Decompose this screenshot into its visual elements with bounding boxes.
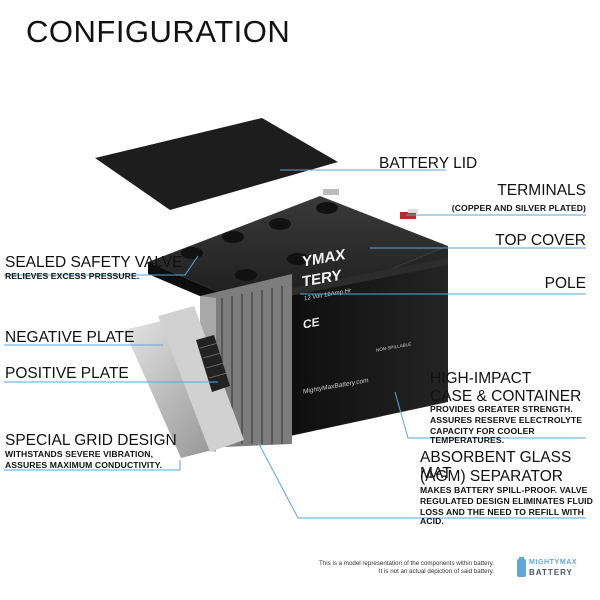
label-case-sub3: CAPACITY FOR COOLER TEMPERATURES. — [430, 426, 535, 446]
label-agm-line2: (AGM) SEPARATOR — [420, 468, 563, 485]
positive-plate — [158, 306, 244, 452]
label-top-cover: TOP COVER — [495, 232, 586, 249]
label-agm-line1: ABSORBENT GLASS MAT — [420, 449, 572, 483]
face-ce: CE — [303, 315, 320, 332]
battery-lid — [95, 118, 338, 210]
label-positive-plate: POSITIVE PLATE — [5, 365, 129, 382]
label-negative-plate: NEGATIVE PLATE — [5, 329, 135, 346]
leader-lines — [4, 169, 586, 519]
label-case-line1: HIGH-IMPACT — [430, 370, 532, 387]
label-sealed-valve: SEALED SAFETY VALVE — [5, 254, 183, 271]
label-battery-lid: BATTERY LID — [379, 155, 478, 172]
label-terminals: TERMINALS — [497, 182, 586, 199]
battery-case — [290, 258, 448, 436]
brand-logo: MIGHTYMAX BATTERY — [509, 556, 599, 582]
label-grid-design: SPECIAL GRID DESIGN — [5, 432, 177, 449]
label-sealed-valve-sub: RELIEVES EXCESS PRESSURE. — [5, 271, 140, 281]
label-case-line2: CASE & CONTAINER — [430, 388, 582, 405]
battery-icon — [517, 557, 526, 577]
label-agm-sub2: REGULATED DESIGN ELIMINATES FLUID — [420, 496, 593, 506]
face-brand2: TERY — [302, 267, 341, 291]
label-agm-sub1: MAKES BATTERY SPILL-PROOF. VALVE — [420, 485, 588, 495]
label-grid-sub1: WITHSTANDS SEVERE VIBRATION, — [5, 449, 154, 459]
face-nonspill: NON-SPILLABLE — [376, 342, 411, 353]
label-pole: POLE — [544, 275, 586, 292]
grid-pattern — [196, 335, 230, 392]
page-title: CONFIGURATION — [26, 14, 291, 49]
logo-word1: MIGHTYMAX — [529, 559, 578, 566]
disclaimer: This is a model representation of the co… — [264, 560, 494, 576]
terminal-negative — [323, 189, 339, 195]
logo-word2: BATTERY — [529, 568, 573, 577]
disclaimer-line1: This is a model representation of the co… — [319, 560, 494, 567]
label-case-sub2: ASSURES RESERVE ELECTROLYTE — [430, 415, 583, 425]
label-case-sub1: PROVIDES GREATER STRENGTH. — [430, 404, 573, 414]
label-agm-sub3: LOSS AND THE NEED TO REFILL WITH ACID. — [420, 507, 584, 527]
label-terminals-sub: (COPPER AND SILVER PLATED) — [451, 203, 586, 213]
label-grid-sub2: ASSURES MAXIMUM CONDUCTIVITY. — [5, 460, 163, 470]
disclaimer-line2: It is not an actual depiction of said ba… — [378, 567, 494, 575]
